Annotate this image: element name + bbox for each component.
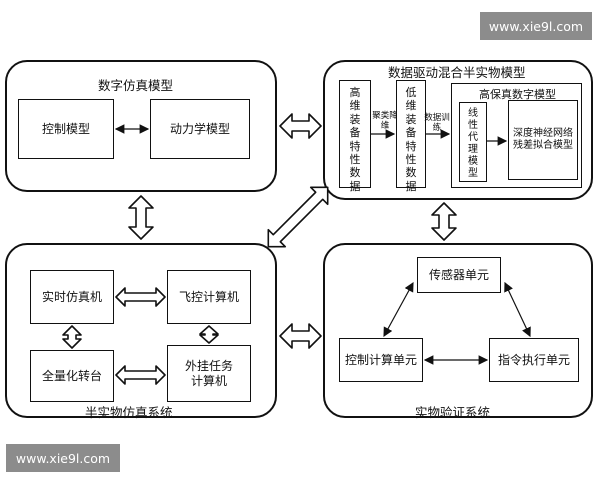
arrow-hil-physical: [279, 323, 322, 349]
control-compute-unit-box: 控制计算单元: [339, 338, 423, 382]
realtime-simulator-box: 实时仿真机: [30, 270, 114, 324]
high-dim-data-label: 高维装备特性数据: [349, 86, 361, 193]
cluster-reduce-label: 聚类降维: [372, 111, 398, 132]
turntable-box: 全量化转台: [30, 350, 114, 402]
arrow-digital-datadriven: [279, 113, 322, 139]
data-training-label: 数据训练: [424, 113, 450, 134]
control-model-box: 控制模型: [18, 99, 114, 159]
panel-physical-title: 实物验证系统: [415, 405, 491, 420]
arrow-datadriven-hil: [267, 186, 329, 248]
dynamics-model-box: 动力学模型: [150, 99, 250, 159]
linear-proxy-model-box: [459, 102, 487, 182]
arrow-digital-hil: [128, 195, 154, 240]
panel-hil-title: 半实物仿真系统: [85, 405, 173, 420]
low-dim-data-box: [396, 80, 426, 188]
hifi-digital-model-title: 高保真数字模型: [479, 88, 556, 101]
flight-control-computer-box: 飞控计算机: [167, 270, 251, 324]
linear-proxy-model-label: 线性代理模型: [468, 108, 478, 179]
low-dim-data-label: 低维装备特性数据: [405, 86, 417, 193]
arrow-datadriven-physical: [431, 202, 457, 241]
mission-computer-box: 外挂任务计算机: [167, 345, 251, 402]
panel-data-driven-title: 数据驱动混合半实物模型: [388, 65, 526, 80]
panel-digital-simulation-title: 数字仿真模型: [98, 78, 174, 93]
watermark-top: www.xie9l.com: [480, 12, 592, 40]
command-execution-unit-box: 指令执行单元: [489, 338, 579, 382]
dnn-residual-model-box: 深度神经网络残差拟合模型: [508, 100, 578, 180]
high-dim-data-box: [339, 80, 371, 188]
sensor-unit-box: 传感器单元: [417, 257, 501, 293]
watermark-bottom: www.xie9l.com: [6, 444, 120, 472]
